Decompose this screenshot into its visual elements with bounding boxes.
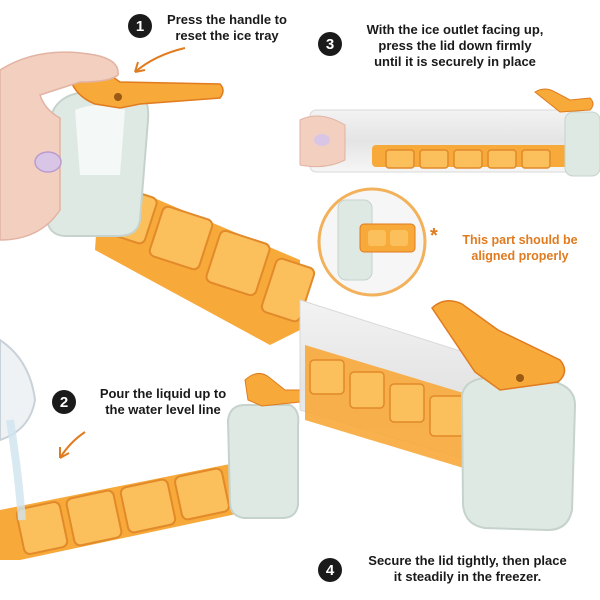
hand-step1 — [0, 51, 119, 241]
step-3-line-1: With the ice outlet facing up, — [366, 22, 544, 37]
pouring-glass — [0, 338, 37, 442]
step2-illustration — [0, 338, 301, 560]
step-1-line-1: Press the handle to — [167, 12, 287, 27]
step-3-caption: With the ice outlet facing up, press the… — [345, 22, 565, 70]
step3-illustration — [299, 88, 600, 177]
step-2-badge: 2 — [52, 390, 76, 414]
step-1-line-2: reset the ice tray — [175, 28, 279, 43]
step-2-line-1: Pour the liquid up to — [99, 386, 227, 401]
step-4-line-1: Secure the lid tightly, then place — [368, 553, 567, 568]
lid-step4 — [460, 376, 577, 532]
alignment-note: This part should be aligned properly — [445, 232, 595, 264]
step1-illustration — [0, 47, 316, 345]
step-4-line-2: it steadily in the freezer. — [393, 569, 542, 584]
step-1-caption: Press the handle to reset the ice tray — [152, 12, 302, 44]
step-1-badge: 1 — [128, 14, 152, 38]
alignment-detail-circle — [317, 187, 427, 297]
step-2-line-2: the water level line — [105, 402, 221, 417]
step-3-line-3: until it is securely in place — [374, 54, 536, 69]
step-4-badge: 4 — [318, 558, 342, 582]
step-3-line-2: press the lid down firmly — [378, 38, 532, 53]
lid-step2 — [226, 404, 300, 519]
alignment-note-line-1: This part should be — [462, 233, 578, 247]
step-4-caption: Secure the lid tightly, then place it st… — [345, 553, 590, 585]
step4-illustration — [299, 299, 577, 532]
step-3-badge: 3 — [318, 32, 342, 56]
alignment-asterisk: * — [430, 225, 438, 247]
alignment-note-line-2: aligned properly — [471, 249, 569, 263]
step-2-caption: Pour the liquid up to the water level li… — [78, 386, 248, 418]
